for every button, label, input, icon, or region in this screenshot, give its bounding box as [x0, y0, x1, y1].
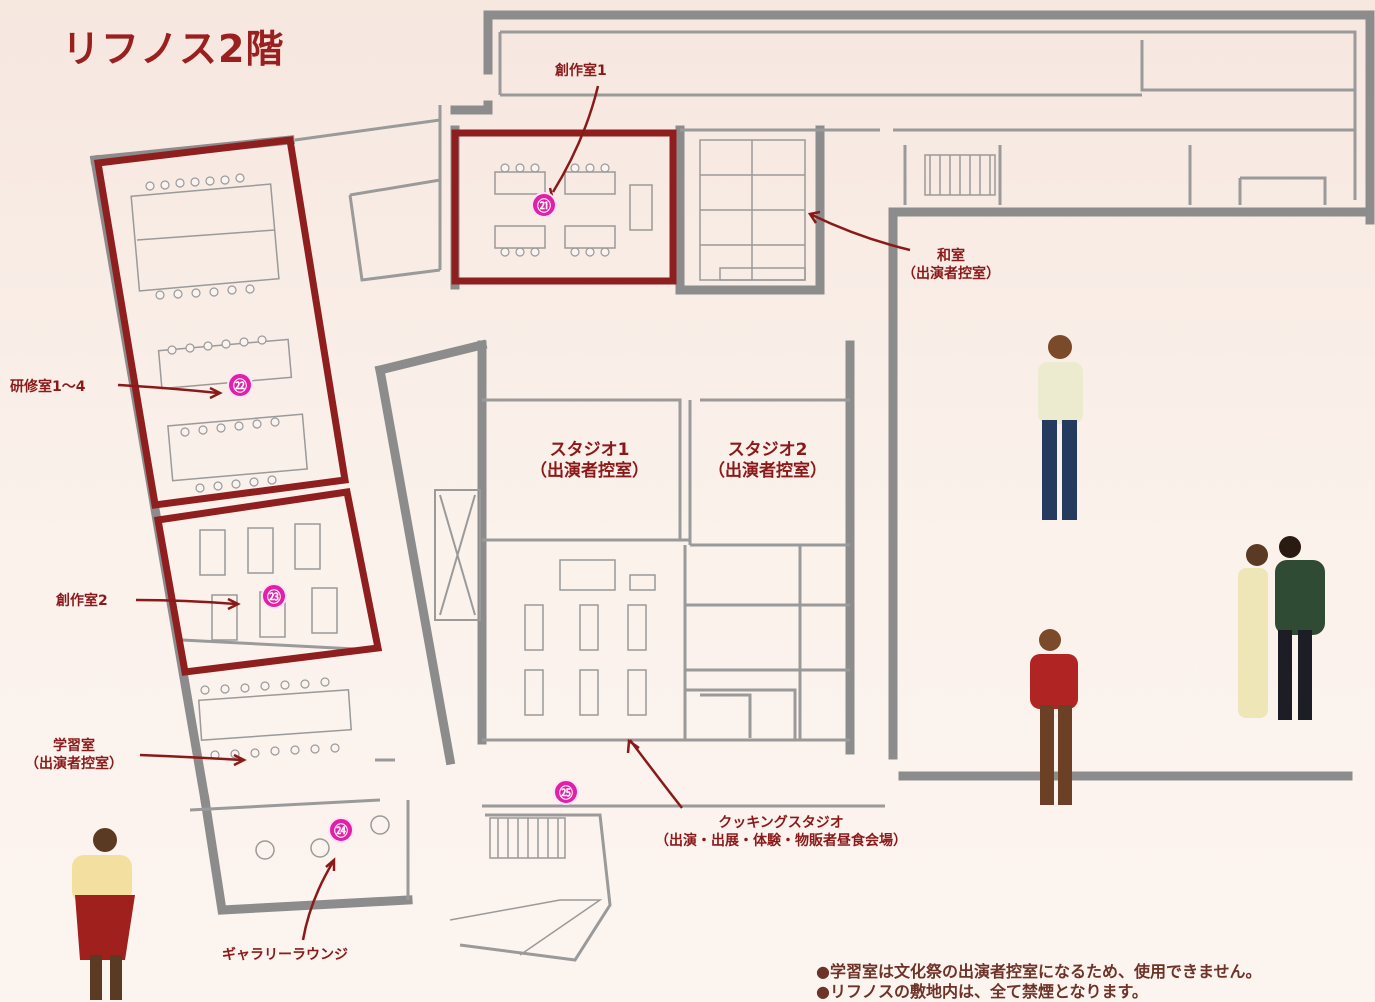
label-training-rooms: 研修室1〜4: [10, 379, 86, 395]
label-gallery-lounge: ギャラリーラウンジ: [222, 947, 348, 963]
label-cooking-studio-name: クッキングスタジオ: [718, 815, 844, 831]
marker-21: ㉑: [531, 192, 557, 218]
arrow-study-room: [139, 753, 243, 762]
label-study-room: 学習室 （出演者控室）: [25, 737, 123, 773]
creative-room-1-desks: [494, 171, 653, 249]
person-illustration-1: [1038, 335, 1083, 520]
marker-22: ㉒: [227, 372, 253, 398]
inner-walls: [181, 30, 1357, 962]
note-study-room: ●学習室は文化祭の出演者控室になるため、使用できません。: [816, 962, 1262, 981]
label-study-room-name: 学習室: [53, 738, 95, 754]
marker-24: ㉔: [328, 817, 354, 843]
tatami-room: [699, 139, 806, 281]
gallery-tables: [255, 815, 390, 860]
arrow-training-rooms: [117, 383, 219, 395]
highlight-training-rooms: [93, 136, 350, 509]
marker-23: ㉓: [261, 583, 287, 609]
note-no-smoking: ●リフノスの敷地内は、全て禁煙となります。: [816, 982, 1148, 1001]
label-washitsu: 和室 （出演者控室）: [902, 247, 1000, 283]
leader-arrows: [117, 85, 911, 941]
page-title: リフノス2階: [62, 27, 285, 71]
label-cooking-studio: クッキングスタジオ （出演・出展・体験・物販者昼食会場）: [655, 814, 907, 850]
creative-room-2-desks: [199, 523, 338, 641]
marker-25: ㉕: [553, 779, 579, 805]
notes-block: ●学習室は文化祭の出演者控室になるため、使用できません。 ●リフノスの敷地内は、…: [816, 962, 1375, 1002]
arrow-cooking-studio: [629, 739, 683, 809]
arrow-creative-room-1: [551, 85, 600, 193]
cooking-studio-tables: [524, 559, 656, 716]
label-creative-room-2: 創作室2: [56, 593, 108, 609]
highlight-creative-room-2: [153, 488, 383, 676]
label-studio-1-note: （出演者控室）: [530, 461, 649, 481]
arrow-creative-room-2: [135, 598, 237, 606]
label-study-room-note: （出演者控室）: [25, 756, 123, 772]
couple-illustration: [1238, 536, 1325, 720]
elevator-shaft: [434, 489, 481, 621]
label-cooking-studio-note: （出演・出展・体験・物販者昼食会場）: [655, 833, 907, 849]
highlight-creative-room-1: [451, 129, 677, 285]
person-illustration-2: [1030, 629, 1078, 805]
stairs: [449, 154, 996, 956]
training-room-tables: [130, 183, 353, 741]
person-illustration-3: [72, 828, 135, 1000]
label-studio-2-note: （出演者控室）: [708, 461, 827, 481]
highlighted-rooms: [93, 129, 677, 676]
label-creative-room-1: 創作室1: [555, 63, 607, 79]
chairs: [145, 163, 610, 760]
label-studio-2: スタジオ2 （出演者控室）: [708, 440, 827, 482]
arrow-washitsu: [811, 213, 911, 252]
label-studio-1: スタジオ1 （出演者控室）: [530, 440, 649, 482]
arrow-gallery: [301, 861, 335, 941]
label-washitsu-note: （出演者控室）: [902, 266, 1000, 282]
label-studio-2-name: スタジオ2: [727, 440, 808, 460]
label-washitsu-name: 和室: [937, 248, 965, 264]
label-studio-1-name: スタジオ1: [549, 440, 630, 460]
